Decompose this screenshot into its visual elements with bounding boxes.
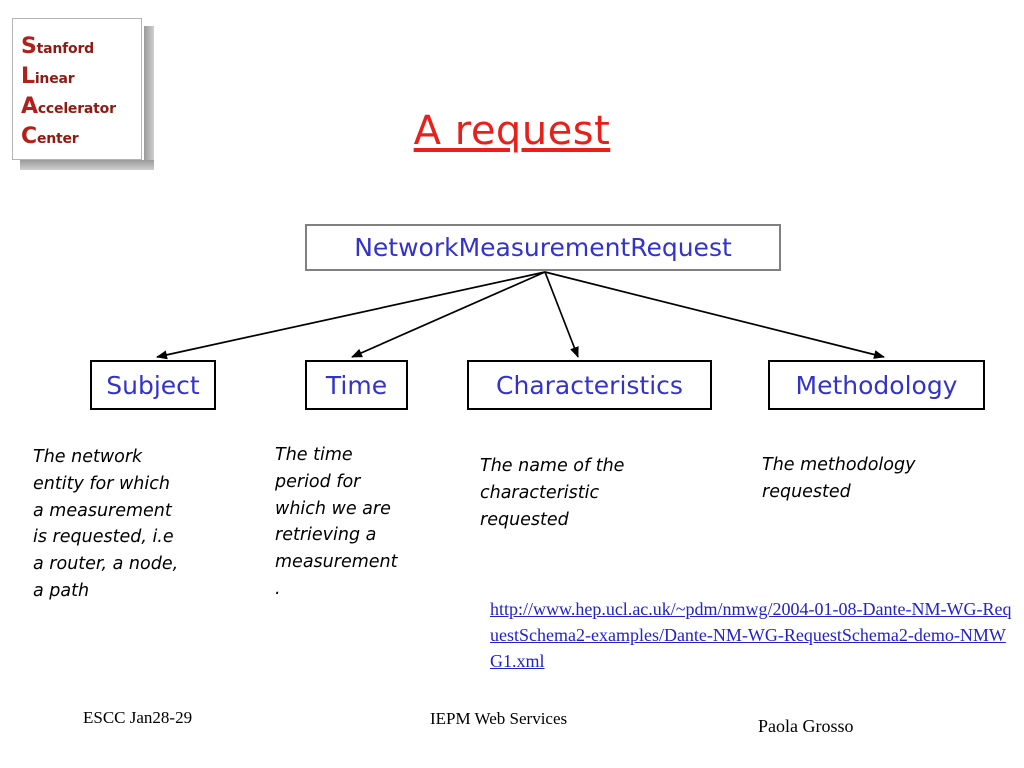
logo-initial-c: C — [21, 124, 37, 149]
node-methodology-label: Methodology — [795, 370, 958, 400]
logo-initial-l: L — [21, 64, 35, 89]
node-subject[interactable]: Subject — [90, 360, 216, 410]
logo-shadow-right — [144, 26, 154, 170]
logo-line-stanford: Stanford — [21, 32, 145, 62]
node-methodology[interactable]: Methodology — [768, 360, 985, 410]
node-subject-label: Subject — [106, 370, 200, 400]
footer-topic: IEPM Web Services — [430, 709, 568, 728]
description-characteristics: The name of the characteristic requested — [480, 456, 625, 530]
node-characteristics-label: Characteristics — [496, 370, 683, 400]
logo-line-linear: Linear — [21, 62, 145, 92]
node-root-label: NetworkMeasurementRequest — [354, 233, 732, 262]
description-methodology: The methodology requested — [762, 455, 916, 502]
logo-line-accelerator: Accelerator — [21, 92, 145, 122]
logo-initial-s: S — [21, 34, 37, 59]
node-time[interactable]: Time — [305, 360, 408, 410]
arrow-to-methodology — [544, 271, 885, 359]
footer-event: ESCC Jan28-29 — [83, 708, 193, 727]
schema-example-link[interactable]: http://www.hep.ucl.ac.uk/~pdm/nmwg/2004-… — [490, 599, 1012, 672]
description-time: The time period for which we are retriev… — [275, 445, 398, 599]
logo-word-center: enter — [36, 131, 79, 147]
arrow-to-time — [351, 271, 546, 358]
node-time-label: Time — [325, 370, 388, 400]
node-characteristics[interactable]: Characteristics — [467, 360, 712, 410]
logo-word-linear: inear — [34, 71, 75, 87]
logo-plate — [12, 18, 142, 160]
page-title-text: A request — [413, 108, 611, 154]
footer-presenter: Paola Grosso — [758, 716, 854, 736]
arrow-to-characteristics — [544, 271, 579, 358]
logo-text-block: Stanford Linear Accelerator Center — [21, 32, 145, 152]
logo-word-stanford: tanford — [36, 41, 95, 57]
page-title: A request — [0, 108, 1024, 154]
slac-logo: Stanford Linear Accelerator Center — [12, 18, 154, 170]
logo-initial-a: A — [21, 94, 38, 119]
arrow-to-subject — [156, 271, 546, 360]
node-network-measurement-request[interactable]: NetworkMeasurementRequest — [305, 224, 781, 271]
logo-line-center: Center — [21, 122, 145, 152]
description-subject: The network entity for which a measureme… — [33, 447, 179, 601]
logo-shadow-bottom — [20, 160, 154, 170]
logo-word-accelerator: ccelerator — [37, 101, 116, 117]
